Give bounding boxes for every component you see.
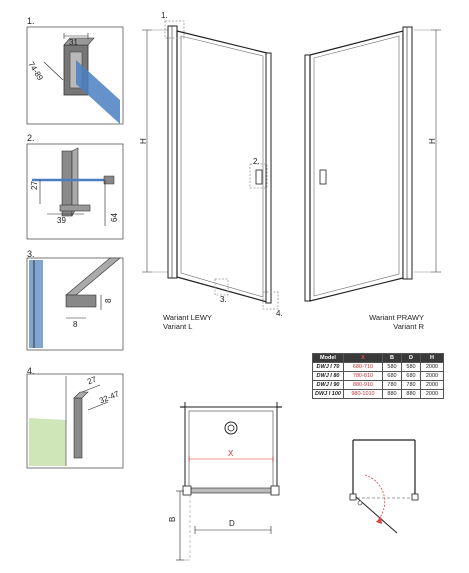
table-cell: 580	[401, 362, 421, 372]
right-variant-label: Wariant PRAWY Variant R	[364, 313, 424, 331]
d3-b-label: 8	[104, 298, 113, 303]
table-cell: 2000	[420, 371, 444, 381]
step-2-label: 2.	[27, 133, 35, 143]
table-cell: 680-710	[343, 362, 383, 372]
detail-2-handle-bracket	[26, 143, 124, 240]
table-cell: 680	[401, 371, 421, 381]
table-cell: 2000	[420, 362, 444, 372]
left-callout-4: 4.	[276, 309, 283, 318]
table-cell: 980-1010	[343, 389, 383, 399]
right-height-label: H	[428, 138, 437, 144]
right-variant-line1: Wariant PRAWY	[369, 313, 424, 322]
plan-d-label: D	[229, 519, 235, 528]
left-variant-line1: Wariant LEWY	[163, 313, 212, 322]
right-door-elevation	[304, 26, 441, 302]
d1-width-label: 31	[69, 38, 78, 47]
table-row: DWJ I 100 980-1010 880 880 2000	[312, 389, 444, 399]
left-variant-line2: Variant L	[163, 322, 193, 331]
table-cell: DWJ I 90	[312, 380, 344, 390]
detail-3-bottom-seal	[26, 257, 124, 351]
table-cell: 580	[382, 362, 402, 372]
table-cell: 880	[401, 389, 421, 399]
d2-width-label: 39	[57, 216, 66, 225]
column-header: B	[382, 353, 402, 363]
column-header: Model	[312, 353, 344, 363]
d2-height-small-label: 27	[30, 181, 39, 190]
left-callout-1: 1.	[161, 11, 168, 20]
column-header: D	[401, 353, 421, 363]
table-cell: 880-910	[343, 380, 383, 390]
step-4-label: 4.	[27, 366, 35, 376]
left-callout-3: 3.	[220, 295, 227, 304]
table-cell: 680	[382, 371, 402, 381]
left-callout-2: 2.	[253, 157, 260, 166]
d3-a-label: 8	[73, 320, 78, 329]
table-cell: 780-810	[343, 371, 383, 381]
column-header: H	[420, 353, 444, 363]
d2-height-label: 64	[110, 213, 119, 222]
table-header-row: Model X B D H	[312, 353, 444, 363]
table-cell: 780	[401, 380, 421, 390]
right-variant-line2: Variant R	[393, 322, 424, 331]
step-3-label: 3.	[27, 249, 35, 259]
plan-view	[176, 402, 282, 561]
table-cell: DWJ I 100	[312, 389, 344, 399]
table-cell: DWJ I 80	[312, 371, 344, 381]
table-cell: DWJ I 70	[312, 362, 344, 372]
table-row: DWJ I 70 680-710 580 580 2000	[312, 362, 444, 372]
step-1-label: 1.	[27, 16, 35, 26]
dimension-table: Model X B D H DWJ I 70 680-710 580 580 2…	[312, 353, 444, 399]
plan-x-label: X	[228, 449, 234, 458]
table-cell: 2000	[420, 380, 444, 390]
left-height-label: H	[139, 138, 148, 144]
table-cell: 2000	[420, 389, 444, 399]
table-cell: 880	[382, 389, 402, 399]
left-door-elevation	[142, 20, 279, 310]
column-header: X	[343, 353, 383, 363]
detail-4-wall-profile	[26, 373, 124, 469]
left-variant-label: Wariant LEWY Variant L	[163, 313, 212, 331]
swing-view	[349, 439, 419, 534]
table-cell: 780	[382, 380, 402, 390]
table-row: DWJ I 80 780-810 680 680 2000	[312, 371, 444, 381]
detail-1-hinge-profile	[26, 26, 124, 125]
plan-b-label: B	[168, 516, 177, 522]
table-row: DWJ I 90 880-910 780 780 2000	[312, 380, 444, 390]
